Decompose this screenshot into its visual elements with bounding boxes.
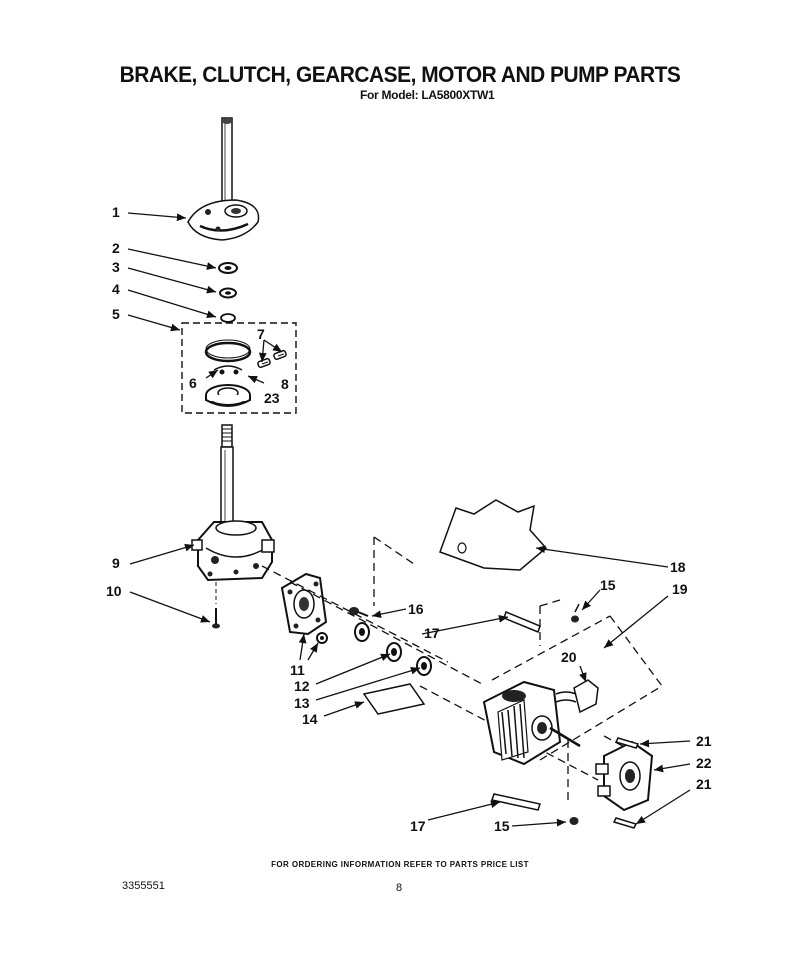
callout-3: 3 xyxy=(112,259,120,275)
coupler-part-12 xyxy=(354,622,370,642)
callout-21-top: 21 xyxy=(696,733,712,749)
callout-18: 18 xyxy=(670,559,686,575)
callout-1: 1 xyxy=(112,204,120,220)
callout-22: 22 xyxy=(696,755,712,771)
brake-cam-part xyxy=(187,199,260,241)
strap-part-17-bottom xyxy=(491,793,541,811)
page-title: BRAKE, CLUTCH, GEARCASE, MOTOR AND PUMP … xyxy=(119,62,681,87)
callout-17-top: 17 xyxy=(424,625,440,641)
callout-8: 8 xyxy=(281,376,289,392)
washer-part-3 xyxy=(219,287,237,299)
callout-20: 20 xyxy=(561,649,577,665)
pad-part-14 xyxy=(362,683,426,715)
callout-2: 2 xyxy=(112,240,120,256)
callout-9: 9 xyxy=(112,555,120,571)
insulation-sheet-part-18 xyxy=(439,499,548,571)
nut-part-11 xyxy=(316,632,328,644)
motor-part-19 xyxy=(482,680,581,766)
screw-part-16 xyxy=(349,607,369,617)
callout-15-top: 15 xyxy=(600,577,616,593)
ordering-info-note: FOR ORDERING INFORMATION REFER TO PARTS … xyxy=(271,860,529,869)
callout-19: 19 xyxy=(672,581,688,597)
coupler-part-13 xyxy=(416,656,432,676)
callout-10: 10 xyxy=(106,583,122,599)
page-number: 8 xyxy=(396,882,403,894)
clip-part-21-top xyxy=(614,737,640,749)
spline-shaft xyxy=(220,424,234,526)
washer-part-2 xyxy=(218,262,238,274)
callout-21-bottom: 21 xyxy=(696,776,712,792)
screw-part-15-bottom xyxy=(569,817,579,825)
gearcase-part-9 xyxy=(191,520,275,582)
agitator-shaft-top xyxy=(221,117,233,211)
strap-part-17-top xyxy=(503,611,541,633)
clutch-shoes xyxy=(213,365,243,375)
callout-11: 11 xyxy=(290,662,305,678)
callout-23: 23 xyxy=(264,390,280,406)
clutch-hub-part-23 xyxy=(205,384,251,407)
callout-4: 4 xyxy=(112,281,120,297)
pump-part-22 xyxy=(595,740,654,812)
callout-16: 16 xyxy=(408,601,424,617)
mounting-plate-part-11 xyxy=(280,572,328,636)
callout-5: 5 xyxy=(112,306,120,322)
callout-13: 13 xyxy=(294,695,310,711)
callout-14: 14 xyxy=(302,711,318,727)
document-number: 3355551 xyxy=(122,880,165,892)
clutch-kit-box xyxy=(181,322,297,414)
callout-17-bottom: 17 xyxy=(410,818,426,834)
coupler-part-12b xyxy=(386,642,402,662)
callout-7: 7 xyxy=(257,326,265,342)
clip-part-21-bottom xyxy=(612,817,638,829)
callout-15-bottom: 15 xyxy=(494,818,510,834)
clutch-spring-band xyxy=(204,339,252,363)
screw-part-15-top xyxy=(571,603,580,623)
callout-6: 6 xyxy=(189,375,197,391)
screw-part-10 xyxy=(212,608,220,629)
leader-arrows xyxy=(127,212,691,827)
motor-switch-part-20 xyxy=(555,679,599,714)
ring-part-4 xyxy=(220,313,236,323)
model-subtitle: For Model: LA5800XTW1 xyxy=(360,88,495,102)
callout-12: 12 xyxy=(294,678,310,694)
